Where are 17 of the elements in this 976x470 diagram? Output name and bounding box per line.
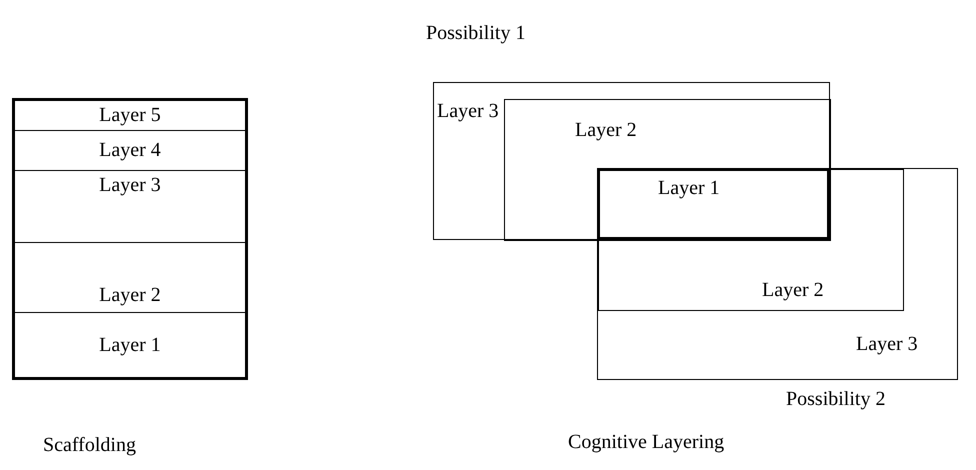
layer-label: Layer 3	[437, 99, 499, 123]
layer-box	[597, 168, 830, 240]
node-label: Scaffolding	[43, 433, 136, 457]
layer-label: Layer 4	[99, 138, 161, 162]
layer-box	[504, 99, 831, 241]
node-label: Possibility 2	[786, 387, 886, 411]
layer-label: Layer 1	[658, 176, 720, 200]
layer-label: Layer 1	[99, 333, 161, 357]
layer-label: Layer 3	[856, 332, 918, 356]
node-label: Possibility 1	[426, 21, 526, 45]
layer-label: Layer 5	[99, 103, 161, 127]
layer-label: Layer 3	[99, 173, 161, 197]
layer-label: Layer 2	[99, 283, 161, 307]
layer-label: Layer 2	[762, 278, 824, 302]
caption: Cognitive Layering	[568, 430, 724, 454]
layer-box	[598, 169, 904, 311]
layer-label: Layer 2	[575, 118, 637, 142]
